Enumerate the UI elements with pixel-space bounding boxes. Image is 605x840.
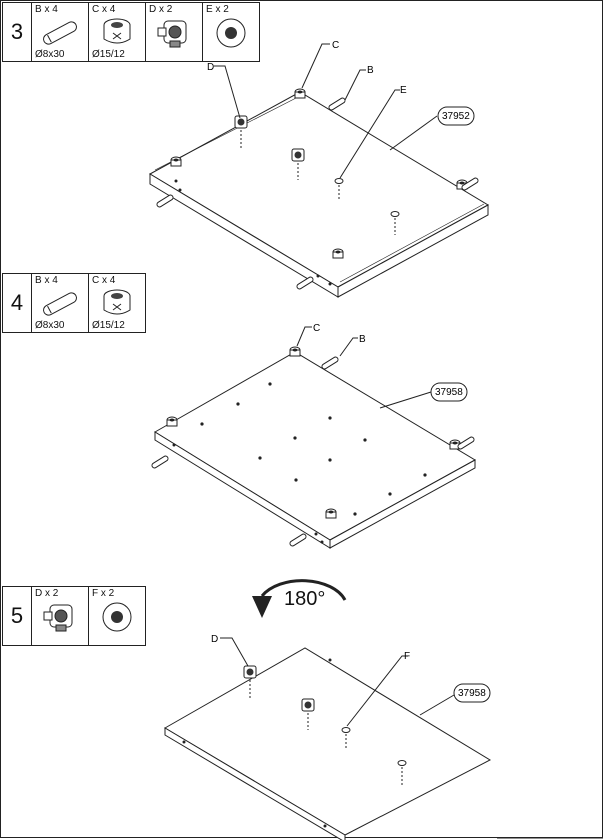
part-size: Ø15/12 xyxy=(92,49,125,60)
shelf-support-icon xyxy=(157,20,187,48)
part-shelf-support: D x 2 xyxy=(32,587,89,645)
part-cover-cap: E x 2 xyxy=(203,3,259,61)
callout-label: C xyxy=(313,323,320,334)
panel-code: 37952 xyxy=(442,111,470,122)
callout-label: D xyxy=(211,634,218,645)
panel-step-3 xyxy=(148,91,490,298)
callouts-step-4 xyxy=(296,326,468,409)
callout-label: B xyxy=(359,334,366,345)
panel-code: 37958 xyxy=(435,387,463,398)
step-5-parts-box: 5 D x 2 F x 2 xyxy=(2,586,146,646)
cover-cap-icon xyxy=(216,18,246,48)
cam-lock-icon xyxy=(103,289,131,315)
step-number: 5 xyxy=(3,587,32,645)
shelf-support-icon xyxy=(43,604,73,632)
part-quantity: D x 2 xyxy=(149,4,173,15)
rotation-label: 180° xyxy=(284,588,326,610)
part-quantity: C x 4 xyxy=(92,4,116,15)
step-4-parts-box: 4 B x 4 Ø8x30 C x 4 Ø15/12 xyxy=(2,273,146,333)
hardware-step-3 xyxy=(155,88,480,291)
hardware-step-4 xyxy=(150,346,476,548)
dowel-icon xyxy=(43,21,77,45)
callout-label: B xyxy=(367,65,374,76)
part-quantity: E x 2 xyxy=(206,4,229,15)
part-dowel: B x 4 Ø8x30 xyxy=(32,3,89,61)
part-quantity: B x 4 xyxy=(35,4,58,15)
part-shelf-support: D x 2 xyxy=(146,3,203,61)
callout-label: D xyxy=(207,62,214,73)
part-dowel: B x 4 Ø8x30 xyxy=(32,274,89,332)
part-quantity: B x 4 xyxy=(35,275,58,286)
panel-code: 37958 xyxy=(458,688,486,699)
rotation-arrow-icon xyxy=(252,579,347,618)
panel-step-5 xyxy=(164,647,492,840)
callout-label: E xyxy=(400,85,407,96)
part-quantity: D x 2 xyxy=(35,588,59,599)
part-size: Ø8x30 xyxy=(35,49,65,60)
callout-label: F xyxy=(404,651,410,662)
part-quantity: F x 2 xyxy=(92,588,115,599)
part-size: Ø8x30 xyxy=(35,320,65,331)
cam-lock-icon xyxy=(103,18,131,44)
callouts-step-3 xyxy=(214,43,475,179)
part-cam-lock: C x 4 Ø15/12 xyxy=(89,274,145,332)
part-quantity: C x 4 xyxy=(92,275,116,286)
callout-label: C xyxy=(332,40,339,51)
part-size: Ø15/12 xyxy=(92,320,125,331)
hardware-step-5 xyxy=(182,658,407,828)
step-number: 3 xyxy=(3,3,32,61)
panel-step-4 xyxy=(154,351,477,549)
cover-cap-icon xyxy=(102,602,132,632)
step-3-parts-box: 3 B x 4 Ø8x30 C x 4 Ø15/12 D x 2 E x 2 xyxy=(2,2,260,62)
callouts-step-5 xyxy=(220,637,491,727)
part-cover-cap: F x 2 xyxy=(89,587,145,645)
dowel-icon xyxy=(43,292,77,316)
part-cam-lock: C x 4 Ø15/12 xyxy=(89,3,146,61)
step-number: 4 xyxy=(3,274,32,332)
